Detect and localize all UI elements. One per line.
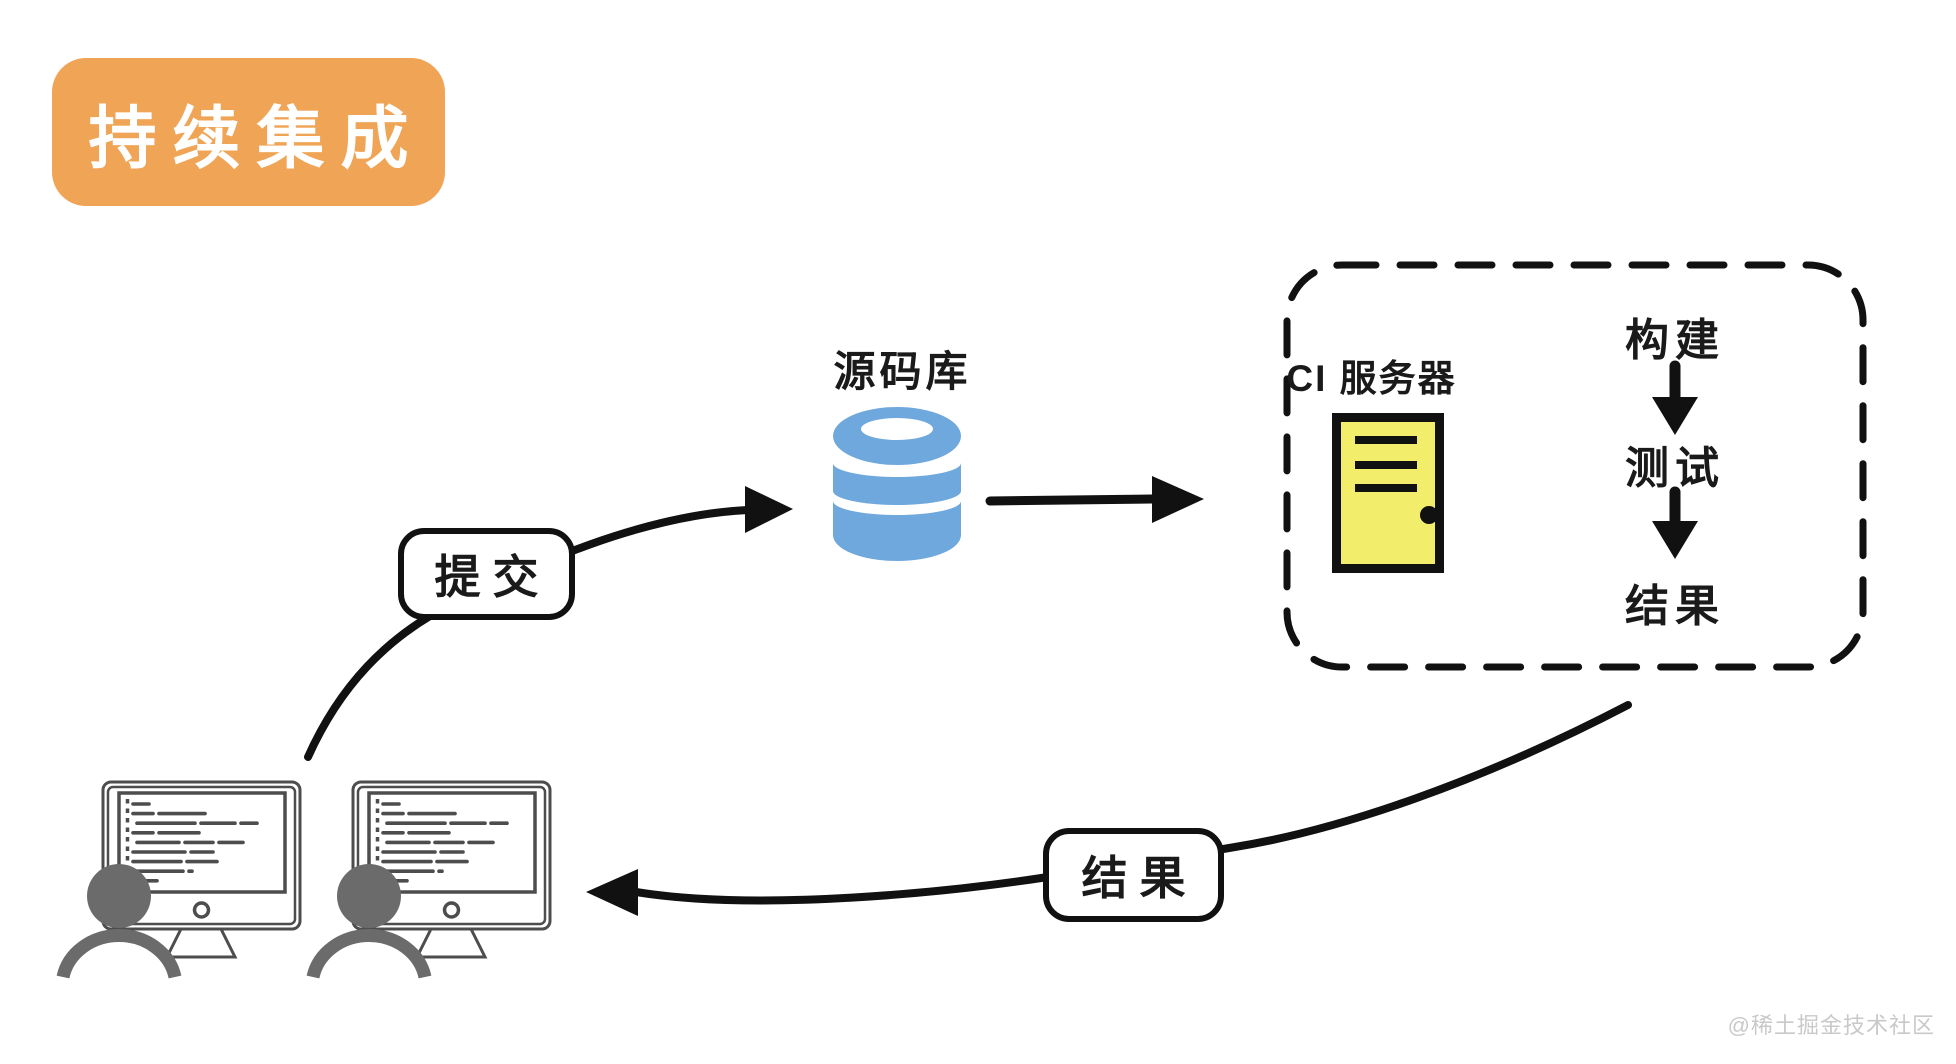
step-build: 构建 xyxy=(1625,316,1725,365)
code-lines xyxy=(381,802,509,883)
monitor-button-icon xyxy=(442,901,461,919)
monitor-button-icon xyxy=(192,901,211,919)
developer-head-icon xyxy=(337,864,401,928)
server-led-icon xyxy=(1420,506,1438,524)
step-arrow-down-icon xyxy=(1652,360,1698,435)
submit-edge-label: 提交 xyxy=(398,528,575,620)
page-title: 持续集成 xyxy=(52,58,445,206)
watermark: @稀土掘金技术社区 xyxy=(1727,1013,1935,1038)
server-slot xyxy=(1355,484,1417,492)
monitor-stand xyxy=(414,927,488,959)
code-lines xyxy=(131,802,259,883)
arrowhead-left-icon xyxy=(586,869,638,916)
server-slot xyxy=(1355,461,1417,469)
step-result: 结果 xyxy=(1625,582,1725,631)
arrowhead-right-icon xyxy=(1152,476,1204,523)
result-edge-label: 结果 xyxy=(1043,828,1224,922)
monitor-stand xyxy=(164,927,238,959)
submit-arrow xyxy=(304,486,793,761)
repo-to-ci-arrow xyxy=(985,476,1204,523)
arrowhead-right-icon xyxy=(745,486,793,533)
ci-server-label: CI 服务器 xyxy=(1286,358,1457,399)
step-arrow-down-icon xyxy=(1652,486,1698,559)
repository-label: 源码库 xyxy=(833,348,972,395)
developer-head-icon xyxy=(87,864,151,928)
ci-box-border xyxy=(1283,261,1867,671)
database-icon xyxy=(833,407,961,561)
developer-workstation-icon xyxy=(306,780,552,979)
developer-workstation-icon xyxy=(56,780,302,979)
step-test: 测试 xyxy=(1625,444,1725,493)
server-icon xyxy=(1332,413,1444,573)
developer-shoulders-icon xyxy=(56,929,182,979)
developer-shoulders-icon xyxy=(306,929,432,979)
server-slot xyxy=(1355,436,1417,444)
